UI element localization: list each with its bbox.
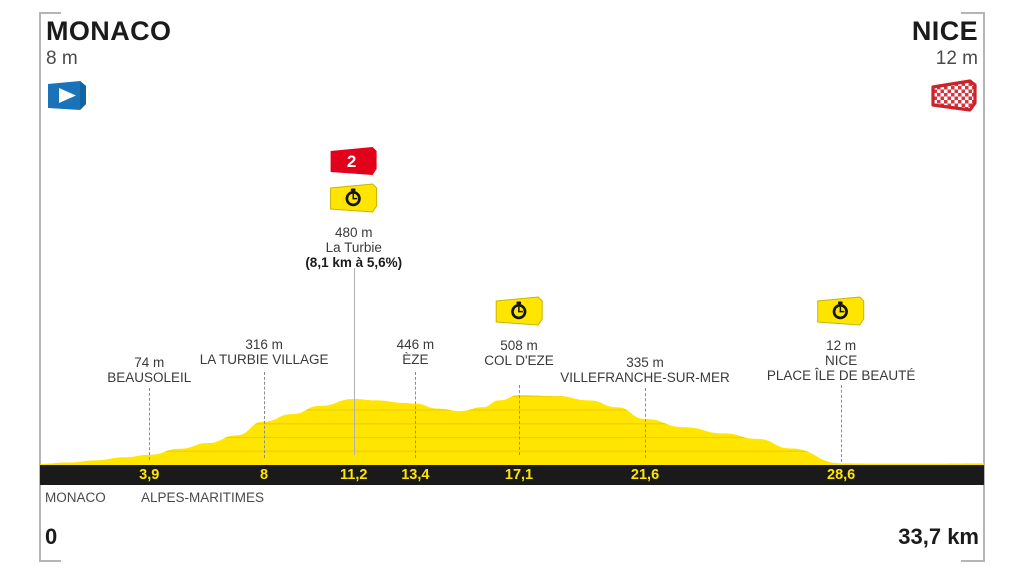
km-label: 17,1 (504, 467, 534, 483)
mountain-sprint-flag-icon (815, 295, 867, 334)
leader-line-eze (415, 372, 417, 458)
leader-line-la-turbie-village (264, 372, 266, 458)
finish-city: NICE 12 m (912, 16, 978, 113)
distance-end: 33,7 km (898, 524, 979, 549)
km-label: 13,4 (401, 467, 430, 483)
mountain-sprint-flag-icon (328, 182, 380, 221)
place-altitude: 446 m (396, 337, 435, 352)
leader-line-la-turbie (353, 268, 355, 455)
leader-line-beausoleil (149, 388, 151, 460)
region-label: ALPES-MARITIMES (141, 490, 265, 505)
start-city-name: MONACO (46, 16, 172, 46)
climb-altitude: 508 m (500, 338, 538, 353)
place-altitude: 74 m (134, 355, 165, 370)
km-label: 11,2 (340, 467, 368, 483)
frame-left-rule (39, 12, 41, 562)
climb-name: COL D'EZE (484, 353, 554, 368)
place-altitude: 335 m (626, 355, 664, 370)
climb-detail: (8,1 km à 5,6%) (305, 255, 403, 270)
start-city-altitude: 8 m (46, 48, 78, 69)
climb-name: NICE (824, 353, 858, 368)
finish-city-altitude: 12 m (935, 48, 978, 69)
leader-line-col-deze (519, 385, 520, 455)
place-name: VILLEFRANCHE-SUR-MER (560, 370, 730, 385)
climb-name: La Turbie (325, 240, 382, 255)
departure-flag-icon (46, 79, 171, 118)
start-city: MONACO 8 m (46, 16, 171, 118)
leader-line-villefranche (645, 388, 647, 458)
km-label: 21,6 (630, 467, 660, 483)
km-label: 3,9 (139, 467, 160, 483)
km-axis-bar: 3,9 8 11,2 13,4 17,1 21,6 28,6 (40, 465, 984, 485)
frame-tick-bottom-left (39, 560, 61, 562)
region-label: MONACO (45, 490, 106, 505)
km-label: 8 (260, 467, 269, 483)
climb-altitude: 12 m (826, 338, 857, 353)
svg-text:2: 2 (347, 152, 356, 171)
checkered-flag-icon (912, 79, 978, 113)
climb-category-badge: 2 (328, 145, 380, 184)
place-name: BEAUSOLEIL (107, 370, 192, 385)
mountain-sprint-flag-icon (493, 295, 545, 334)
frame-right-rule (983, 12, 985, 562)
frame-tick-bottom-right (961, 560, 984, 562)
finish-city-name: NICE (911, 16, 978, 46)
climb-altitude: 480 m (334, 225, 373, 240)
distance-start: 0 (45, 524, 58, 549)
place-name: ÈZE (402, 352, 429, 367)
frame-tick-top-right (961, 12, 984, 14)
climb-detail: PLACE ÎLE DE BEAUTÉ (766, 368, 916, 383)
leader-line-nice (841, 385, 843, 462)
km-label: 28,6 (827, 467, 856, 483)
place-altitude: 316 m (245, 337, 283, 352)
place-name: LA TURBIE VILLAGE (199, 352, 329, 367)
frame-tick-top-left (39, 12, 61, 14)
